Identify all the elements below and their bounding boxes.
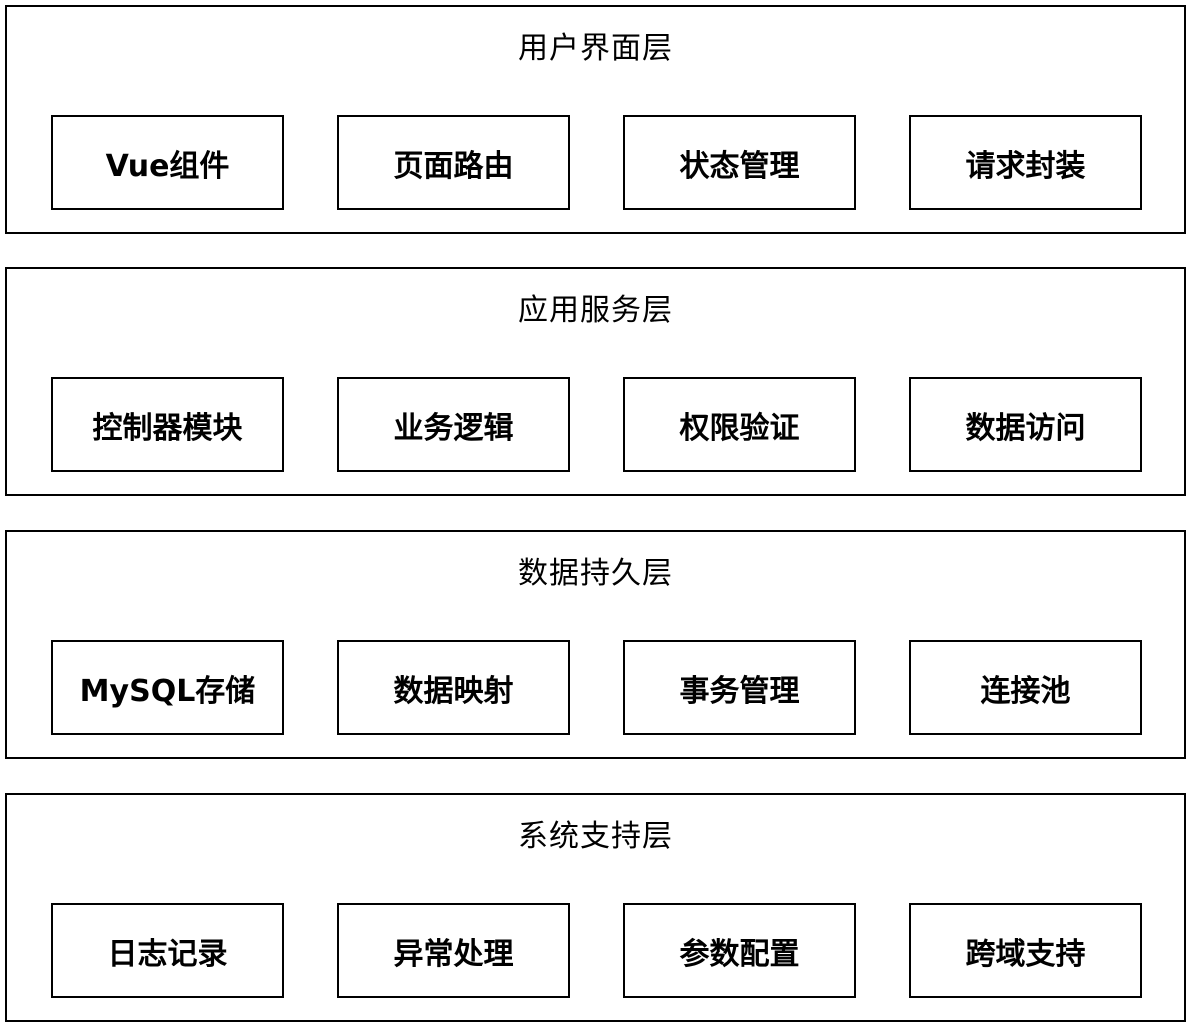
module-box: 事务管理 xyxy=(623,640,856,735)
layer-title: 系统支持层 xyxy=(518,819,673,854)
module-box: 参数配置 xyxy=(623,903,856,998)
module-box: Vue组件 xyxy=(51,115,284,210)
layer-title: 应用服务层 xyxy=(518,293,673,328)
module-box: 数据映射 xyxy=(337,640,570,735)
layer-title: 数据持久层 xyxy=(518,556,673,591)
layer-user-interface: 用户界面层 Vue组件 页面路由 状态管理 请求封装 xyxy=(5,5,1186,234)
module-box: 业务逻辑 xyxy=(337,377,570,472)
module-box: 数据访问 xyxy=(909,377,1142,472)
layer-data-persistence: 数据持久层 MySQL存储 数据映射 事务管理 连接池 xyxy=(5,530,1186,759)
module-box: 请求封装 xyxy=(909,115,1142,210)
module-box: MySQL存储 xyxy=(51,640,284,735)
layer-title: 用户界面层 xyxy=(518,31,673,66)
module-box: 页面路由 xyxy=(337,115,570,210)
module-box: 状态管理 xyxy=(623,115,856,210)
module-box: 连接池 xyxy=(909,640,1142,735)
layer-system-support: 系统支持层 日志记录 异常处理 参数配置 跨域支持 xyxy=(5,793,1186,1022)
layer-application-service: 应用服务层 控制器模块 业务逻辑 权限验证 数据访问 xyxy=(5,267,1186,496)
module-box: 控制器模块 xyxy=(51,377,284,472)
module-box: 跨域支持 xyxy=(909,903,1142,998)
module-box: 异常处理 xyxy=(337,903,570,998)
module-box: 权限验证 xyxy=(623,377,856,472)
module-box: 日志记录 xyxy=(51,903,284,998)
